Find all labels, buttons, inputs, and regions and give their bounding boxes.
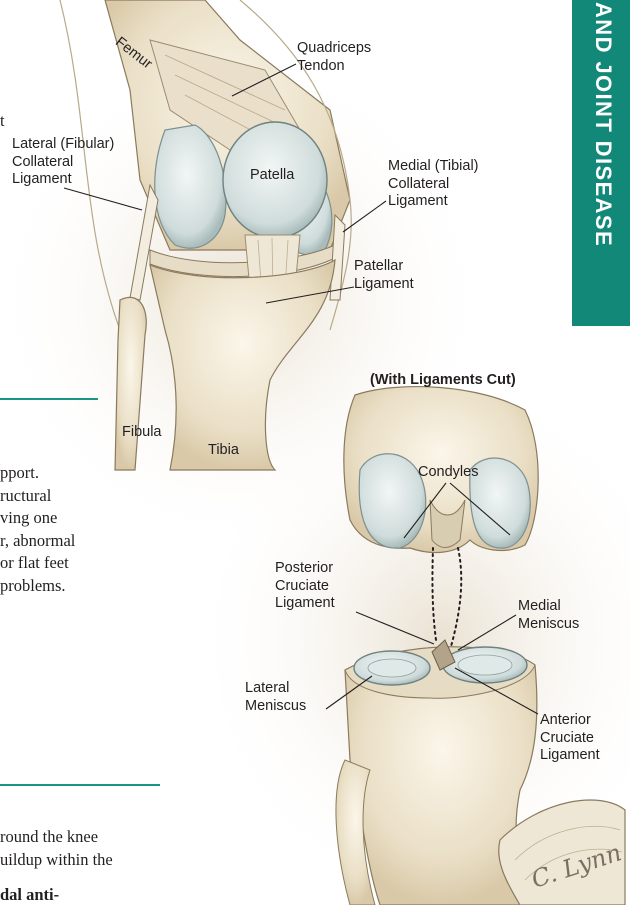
body-paragraph-three: dal anti- [0,884,59,907]
label-anterior-cruciate-ligament: Anterior Cruciate Ligament [540,712,600,765]
label-lateral-collateral-ligament: Lateral (Fibular) Collateral Ligament [12,136,114,189]
section-rule-top [0,398,98,400]
label-medial-meniscus: Medial Meniscus [518,598,579,633]
label-lateral-meniscus: Lateral Meniscus [245,680,306,715]
label-fibula: Fibula [122,424,162,442]
label-condyles: Condyles [418,464,478,482]
label-quadriceps-tendon: Quadriceps Tendon [297,40,371,75]
body-paragraph-one: pport. ructural ving one r, abnormal or … [0,462,75,597]
label-patella: Patella [250,167,294,185]
section-tab-label: AND JOINT DISEASE [590,2,616,247]
label-medial-collateral-ligament: Medial (Tibial) Collateral Ligament [388,158,479,211]
inset-condyle-lateral [359,454,425,548]
body-fragment-top: t [0,110,5,133]
inset-title: (With Ligaments Cut) [370,372,516,390]
section-rule-bottom [0,784,160,786]
label-posterior-cruciate-ligament: Posterior Cruciate Ligament [275,560,335,613]
label-tibia: Tibia [208,442,239,460]
body-paragraph-two: round the knee uildup within the [0,826,113,871]
inset-condyle-medial [470,458,530,548]
section-tab: AND JOINT DISEASE [572,0,630,326]
label-patellar-ligament: Patellar Ligament [354,258,414,293]
